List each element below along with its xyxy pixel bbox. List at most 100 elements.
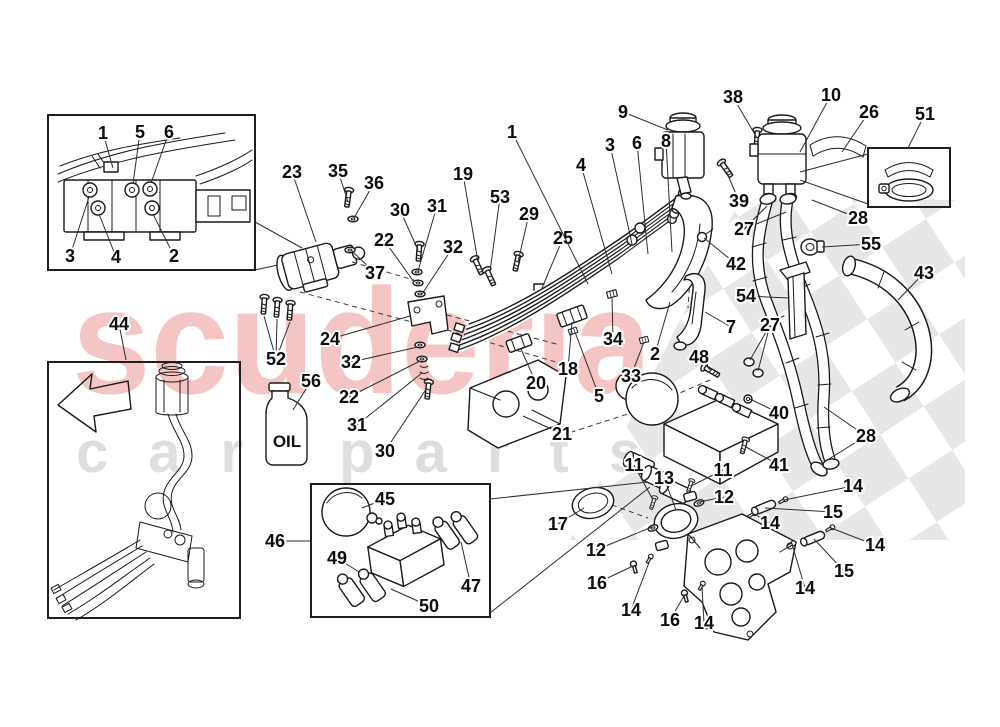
actuator-bracket-plate [683, 513, 797, 641]
part-callout-21: 21 [552, 424, 572, 444]
part-callout-36: 36 [364, 173, 384, 193]
accumulator-45 [321, 487, 371, 537]
part-callout-6: 6 [164, 122, 174, 142]
part-callout-10: 10 [821, 85, 841, 105]
part-callout-14: 14 [694, 613, 714, 633]
part-callout-27: 27 [734, 219, 754, 239]
callout-leader-45 [361, 498, 386, 509]
callout-leader-2 [654, 301, 671, 355]
part-callout-38: 38 [723, 87, 743, 107]
part-callout-14: 14 [843, 476, 863, 496]
valve-fittings [82, 181, 160, 216]
part-callout-22: 22 [339, 387, 359, 407]
callout-leader-22 [348, 360, 421, 398]
callout-leader-14 [783, 485, 854, 501]
part-callout-14: 14 [865, 535, 885, 555]
part-callout-3: 3 [605, 135, 615, 155]
callout-leader-39 [726, 172, 740, 202]
part-callout-30: 30 [390, 200, 410, 220]
overview-pipes [50, 539, 155, 621]
part-callout-11: 11 [713, 460, 732, 480]
callout-leader-2 [152, 213, 175, 257]
inset-box-assembly-overview [47, 361, 241, 621]
part-callout-26: 26 [859, 102, 879, 122]
part-callout-39: 39 [729, 191, 749, 211]
bracket-54 [779, 261, 811, 340]
callout-leader-14 [630, 559, 651, 611]
callout-leader-14 [701, 586, 705, 624]
inset-box-clamp-detail [799, 147, 951, 208]
part-callout-5: 5 [135, 122, 145, 142]
hose-clips-27 [743, 357, 764, 378]
callout-leader-41 [745, 446, 780, 466]
callout-leader-30 [399, 209, 419, 251]
callout-leader-13 [663, 477, 677, 511]
solenoid-pair-49-50 [336, 568, 387, 608]
solenoid-pair-47 [432, 511, 479, 550]
part-callout-9: 9 [618, 102, 628, 122]
callout-leader-14 [830, 527, 876, 546]
callout-leader-32 [421, 246, 454, 295]
callout-leader-56 [292, 380, 312, 411]
callout-leader-11 [633, 464, 654, 501]
callout-leader-22 [383, 239, 415, 283]
fitting-42 [696, 228, 714, 243]
part-callout-31: 31 [347, 415, 367, 435]
inset-box-frame [310, 483, 491, 618]
oil-bottle: OIL [265, 382, 308, 466]
callout-leader-16 [596, 565, 634, 584]
inset-box-frame [867, 147, 951, 208]
part-callout-12: 12 [586, 540, 606, 560]
mounting-arm-8 [645, 194, 713, 310]
part-callout-52: 52 [266, 349, 286, 369]
part-callout-6: 6 [632, 133, 642, 153]
callout-leader-43 [897, 272, 925, 301]
valve-body-assembly [615, 371, 779, 504]
watermark-subtitle: car parts [76, 420, 681, 485]
callout-leader-28 [811, 199, 859, 219]
part-callout-24: 24 [320, 329, 340, 349]
part-callout-45: 45 [375, 489, 395, 509]
part-callout-51: 51 [915, 104, 935, 124]
callout-leader-26 [841, 111, 870, 153]
part-callout-40: 40 [769, 403, 789, 423]
return-hoses [751, 193, 840, 477]
oil-bottle-label: OIL [273, 432, 301, 451]
part-callout-3: 3 [65, 246, 75, 266]
part-callout-2: 2 [650, 344, 660, 364]
callout-leader-44 [118, 323, 127, 361]
part-callout-25: 25 [553, 228, 573, 248]
part-callout-47: 47 [461, 576, 481, 596]
part-callout-54: 54 [736, 286, 756, 306]
part-callout-11: 11 [624, 455, 643, 475]
callout-leader-36 [353, 182, 375, 219]
part-callout-43: 43 [914, 263, 934, 283]
bolt-16 [680, 588, 691, 604]
pipe-harness [448, 187, 713, 354]
callout-leader-6 [636, 142, 649, 255]
callout-leader-11 [690, 469, 724, 487]
part-callout-20: 20 [526, 373, 546, 393]
callout-leader-47 [460, 541, 472, 587]
callout-leader-51 [907, 113, 926, 149]
callout-leader-34 [611, 296, 614, 340]
callout-leader-17 [557, 507, 585, 525]
part-callout-15: 15 [834, 561, 854, 581]
callout-leader-54 [745, 295, 790, 299]
bracket-7 [673, 272, 706, 351]
nut-40 [743, 394, 753, 404]
callout-leader-16 [669, 595, 685, 621]
part-callout-12: 12 [714, 487, 734, 507]
callout-leader-35 [337, 170, 349, 203]
callout-leader-29 [517, 213, 530, 263]
part-callout-13: 13 [654, 468, 674, 488]
callout-leader-28 [828, 435, 867, 460]
part-callout-32: 32 [341, 352, 361, 372]
part-callout-53: 53 [490, 187, 510, 207]
callout-leader-27 [757, 324, 771, 372]
part-callout-35: 35 [328, 161, 348, 181]
part-callout-4: 4 [111, 247, 121, 267]
part-callout-16: 16 [587, 573, 607, 593]
part-callout-4: 4 [576, 155, 586, 175]
